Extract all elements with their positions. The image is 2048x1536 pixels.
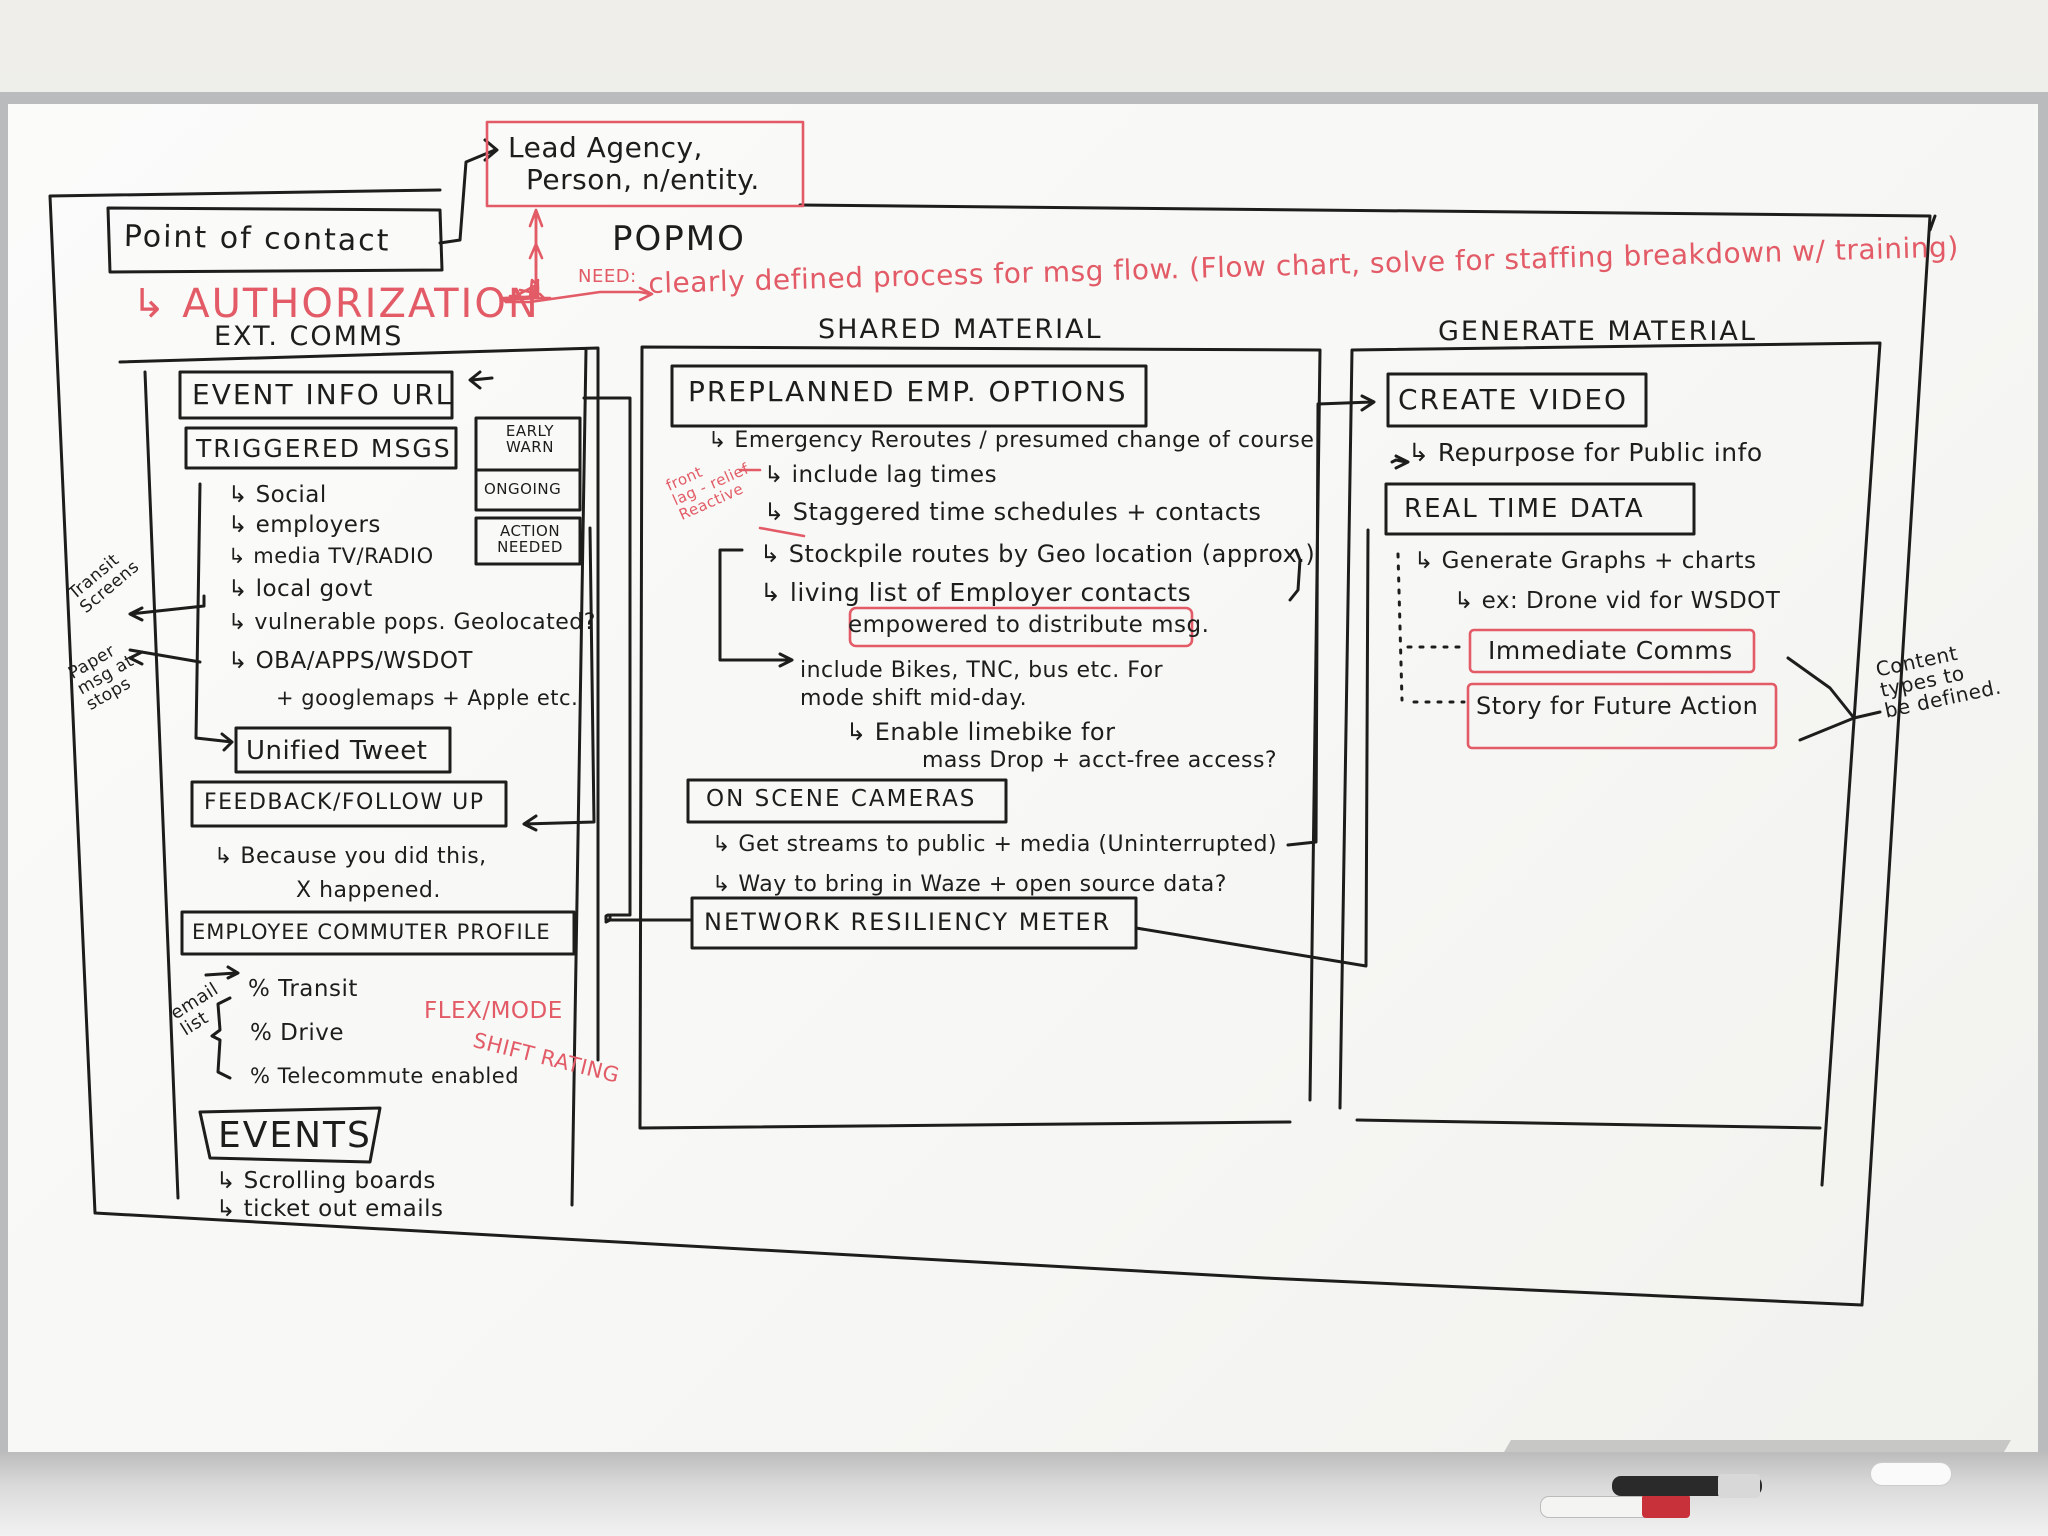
popmo: POPMO xyxy=(612,219,746,259)
triggered-msgs: TRIGGERED MSGS xyxy=(196,434,452,463)
shared-line-stockpile: ↳ Stockpile routes by Geo location (appr… xyxy=(760,540,1316,568)
event-ticket-out-emails: ↳ ticket out emails xyxy=(216,1196,444,1222)
immediate-comms: Immediate Comms xyxy=(1488,636,1733,665)
employee-commuter-profile: EMPLOYEE COMMUTER PROFILE xyxy=(192,920,551,944)
profile-telecommute: % Telecommute enabled xyxy=(250,1064,520,1088)
shared-line-mode-shift: mode shift mid-day. xyxy=(800,686,1028,711)
generate-graphs: ↳ Generate Graphs + charts xyxy=(1414,548,1757,574)
scene-line-streams: ↳ Get streams to public + media (Uninter… xyxy=(712,832,1278,857)
profile-drive: % Drive xyxy=(250,1020,344,1046)
create-video: CREATE VIDEO xyxy=(1398,383,1629,416)
channel-vulnerable-pops: ↳ vulnerable pops. Geolocated? xyxy=(228,610,596,635)
shared-line-living-list: ↳ living list of Employer contacts xyxy=(760,578,1192,607)
feedback-detail-2: X happened. xyxy=(296,878,441,903)
shared-line-limebike: ↳ Enable limebike for xyxy=(846,718,1116,746)
profile-transit: % Transit xyxy=(248,976,358,1002)
eraser xyxy=(1870,1462,1952,1486)
channel-oba-apps: ↳ OBA/APPS/WSDOT xyxy=(228,648,473,674)
network-resiliency-meter: NETWORK RESILIENCY METER xyxy=(704,908,1112,936)
channel-media: ↳ media TV/RADIO xyxy=(228,544,434,568)
generate-material-header: GENERATE MATERIAL xyxy=(1438,316,1757,347)
need-label: NEED: xyxy=(578,266,637,287)
shared-line-bikes: include Bikes, TNC, bus etc. For xyxy=(800,658,1164,683)
feedback-follow-up: FEEDBACK/FOLLOW UP xyxy=(204,790,485,815)
ext-comms-header: EXT. COMMS xyxy=(214,321,404,352)
repurpose-public-info: ↳ Repurpose for Public info xyxy=(1408,438,1763,467)
on-scene-cameras: ON SCENE CAMERAS xyxy=(706,786,977,812)
events: EVENTS xyxy=(218,1115,372,1156)
person-entity: Person, n/entity. xyxy=(526,163,760,196)
shared-line-lag-times: ↳ include lag times xyxy=(764,462,998,488)
shared-line-mass-drop: mass Drop + acct-free access? xyxy=(922,748,1278,773)
event-scrolling-boards: ↳ Scrolling boards xyxy=(216,1168,436,1194)
channel-googlemaps: + googlemaps + Apple etc. xyxy=(276,686,579,710)
status-ongoing: ONGOING xyxy=(484,480,562,498)
status-early-warn: EARLY WARN xyxy=(505,422,555,456)
story-future-action: Story for Future Action xyxy=(1476,692,1759,720)
shared-line-empowered: empowered to distribute msg. xyxy=(848,612,1210,638)
unified-tweet: Unified Tweet xyxy=(246,736,428,766)
channel-social: ↳ Social xyxy=(228,482,327,508)
shared-line-staggered: ↳ Staggered time schedules + contacts xyxy=(764,498,1262,526)
black-marker-cap xyxy=(1718,1474,1760,1498)
red-marker-cap xyxy=(1642,1494,1690,1518)
shared-line-reroutes: ↳ Emergency Reroutes / presumed change o… xyxy=(708,428,1315,453)
channel-employers: ↳ employers xyxy=(228,512,381,538)
real-time-data: REAL TIME DATA xyxy=(1404,494,1645,524)
status-action-needed: ACTION NEEDED xyxy=(497,522,563,556)
feedback-detail-1: ↳ Because you did this, xyxy=(214,844,487,869)
point-of-contact: Point of contact xyxy=(123,219,391,259)
event-info-url: EVENT INFO URL xyxy=(192,378,454,411)
lead-agency: Lead Agency, xyxy=(508,131,703,164)
drone-vid: ↳ ex: Drone vid for WSDOT xyxy=(1454,588,1781,614)
shared-material-header: SHARED MATERIAL xyxy=(818,314,1103,345)
preplanned-emp-options: PREPLANNED EMP. OPTIONS xyxy=(688,375,1128,408)
channel-local-govt: ↳ local govt xyxy=(228,576,373,602)
scene-line-waze: ↳ Way to bring in Waze + open source dat… xyxy=(712,872,1227,897)
authorization: ↳ AUTHORIZATION xyxy=(132,281,540,327)
flex-mode: FLEX/MODE xyxy=(424,998,563,1024)
